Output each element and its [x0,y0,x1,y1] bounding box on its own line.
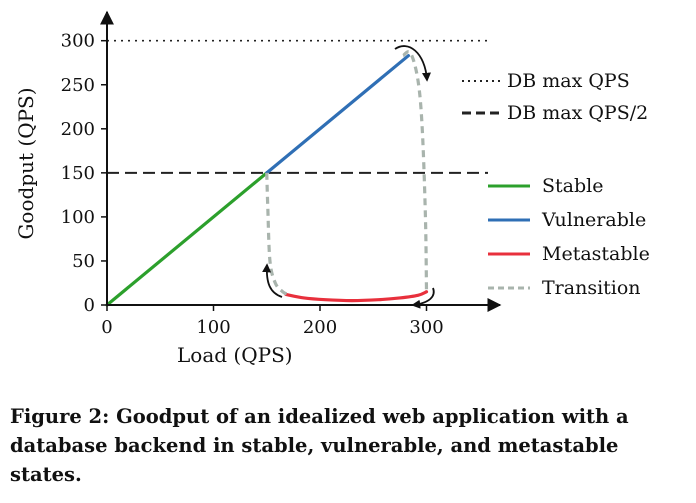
y-tick-label: 150 [61,163,95,184]
y-tick-label: 0 [84,295,95,316]
transition-arrows [262,45,435,309]
legend-label: Vulnerable [541,209,646,231]
legend-label: DB max QPS/2 [507,102,648,124]
arrow-metastable-recovery [262,263,283,298]
y-tick-label: 100 [61,207,95,228]
y-tick-label: 50 [72,251,95,272]
series-stable-line-1 [105,171,269,307]
figure-caption: Figure 2: Goodput of an idealized web ap… [10,405,629,486]
x-axis-title: Load (QPS) [177,343,293,367]
series-metastable-line-1 [284,290,429,303]
x-tick-label: 300 [409,317,443,338]
legend-label: Transition [542,277,641,299]
series-vulnerable-line-1 [265,54,410,175]
x-tick-label: 200 [303,317,337,338]
legend-label: DB max QPS [507,70,630,92]
x-tick-label: 100 [196,317,230,338]
series-transition-line-2 [402,50,429,292]
series-transition-line-1 [265,172,289,296]
y-tick-label: 300 [61,31,95,52]
y-tick-label: 200 [61,119,95,140]
legend-label: Metastable [542,243,650,265]
x-tick-label: 0 [101,317,112,338]
reference-lines [107,39,488,174]
y-tick-label: 250 [61,75,95,96]
legend-label: Stable [542,175,603,197]
y-axis-title: Goodput (QPS) [14,87,38,239]
arrow-vulnerable-to-metastable [394,45,431,82]
plot-series [105,50,429,307]
legend: DB max QPS DB max QPS/2StableVulnerableMe… [462,70,650,299]
arrow-down-to-metastable [411,287,435,309]
